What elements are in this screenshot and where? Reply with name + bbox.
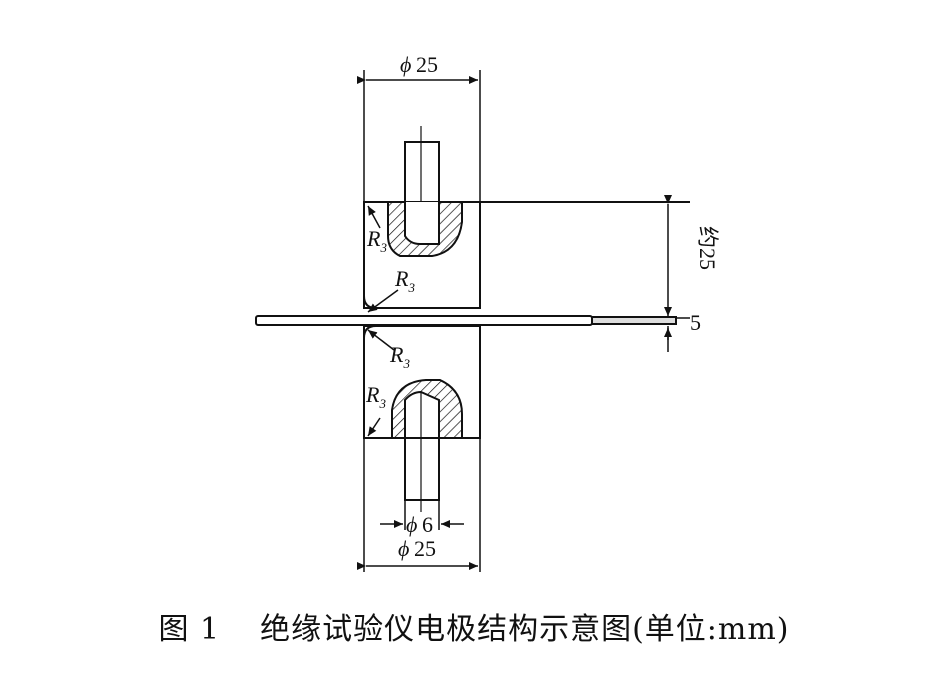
bottom-diameter-label: 25 bbox=[414, 536, 436, 561]
top-diameter-label: 25 bbox=[416, 52, 438, 77]
caption-number: 图 1 bbox=[158, 612, 221, 647]
top-diameter-phi: ϕ bbox=[400, 52, 411, 77]
bottom-electrode bbox=[363, 325, 481, 512]
height-label: 约25 bbox=[695, 226, 720, 270]
rod-diameter-phi: ϕ bbox=[406, 512, 417, 537]
bottom-rod bbox=[404, 437, 440, 501]
top-diameter-dimension bbox=[357, 70, 481, 202]
top-rod bbox=[404, 141, 440, 203]
bottom-diameter-phi: ϕ bbox=[398, 536, 409, 561]
radius-label-2: R3 bbox=[394, 266, 415, 295]
bottom-diameter-dimension bbox=[357, 438, 481, 572]
radius-label-1: R3 bbox=[366, 226, 387, 255]
rod-diameter-label: 6 bbox=[422, 512, 433, 537]
rod-diameter-dimension bbox=[380, 500, 464, 530]
test-plate bbox=[255, 315, 677, 326]
caption-text: 绝缘试验仪电极结构示意图(单位:mm) bbox=[260, 612, 790, 647]
thickness-label: 5 bbox=[690, 310, 701, 335]
radius-label-4: R3 bbox=[365, 382, 386, 411]
figure-caption: 图 1 绝缘试验仪电极结构示意图(单位:mm) bbox=[0, 604, 948, 648]
radius-label-3: R3 bbox=[389, 342, 410, 371]
top-electrode bbox=[363, 126, 481, 309]
radius-leaders bbox=[367, 205, 399, 437]
